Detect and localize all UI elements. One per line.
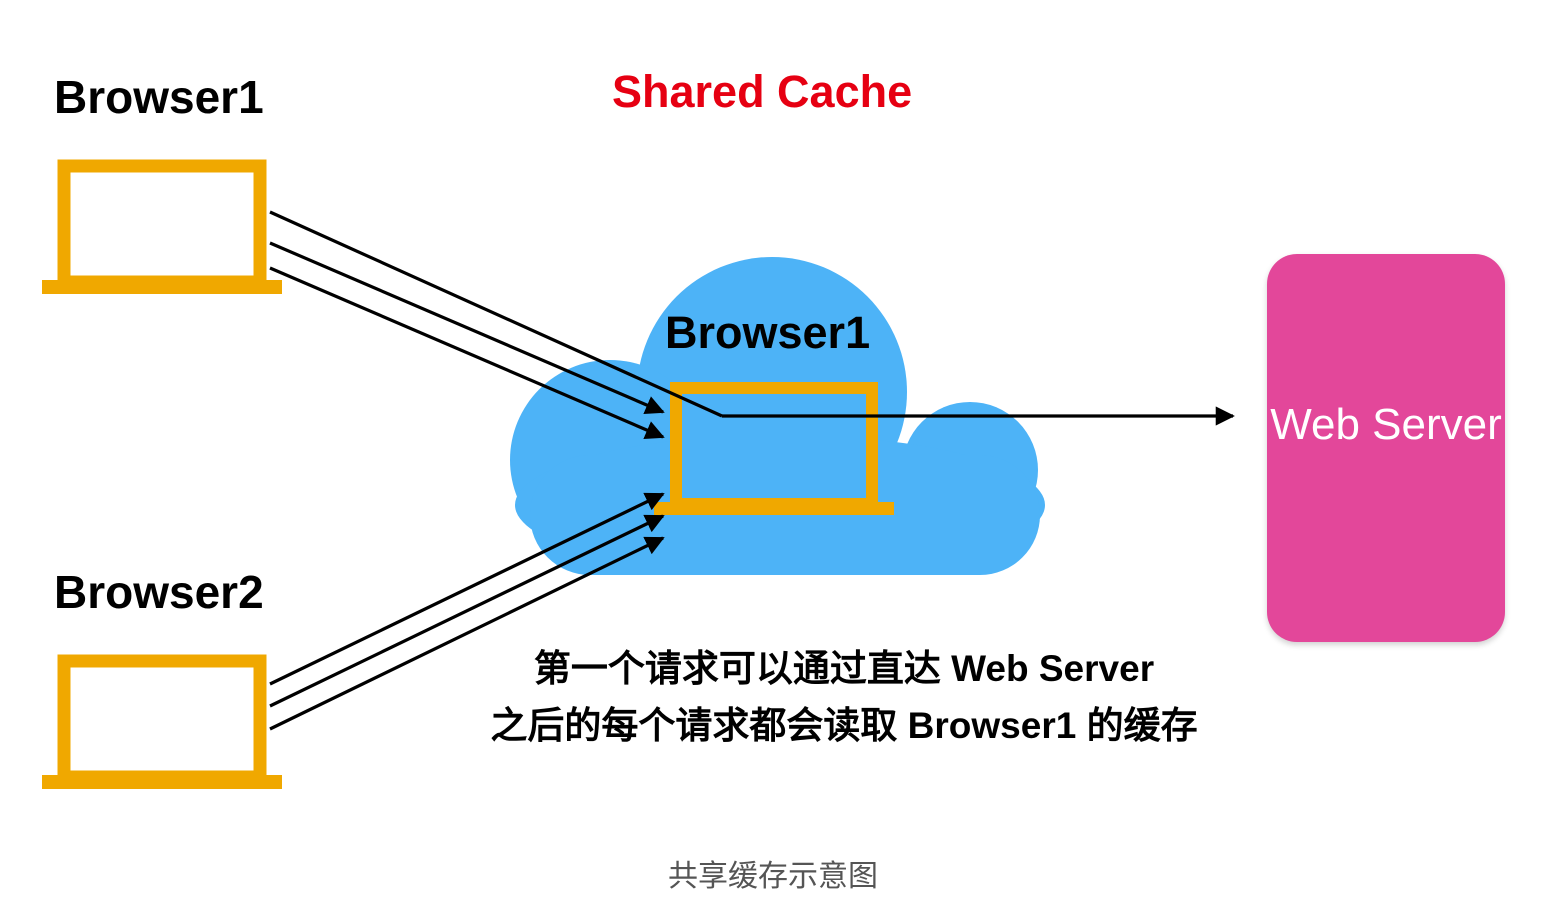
caption-line-2: 之后的每个请求都会读取 Browser1 的缓存 bbox=[490, 705, 1198, 746]
browser2-request-arrows bbox=[269, 492, 665, 731]
figure-caption: 共享缓存示意图 bbox=[668, 860, 878, 893]
browser2-arrow-1 bbox=[269, 492, 665, 686]
browser2-arrow-3 bbox=[269, 536, 665, 731]
web-server-box: Web Server bbox=[1267, 254, 1505, 642]
browser2-label: Browser2 bbox=[54, 566, 264, 618]
caption-line-1: 第一个请求可以通过直达 Web Server bbox=[533, 648, 1155, 689]
browser1-label: Browser1 bbox=[54, 71, 264, 123]
browser2-arrow-2 bbox=[269, 514, 665, 708]
browser1-laptop-icon bbox=[42, 159, 282, 294]
web-server-label: Web Server bbox=[1270, 400, 1502, 449]
browser1-arrow-1 bbox=[269, 210, 723, 418]
browser2-laptop-icon bbox=[42, 654, 282, 789]
shared-cache-browser-label: Browser1 bbox=[665, 307, 871, 358]
browser1-arrow-2 bbox=[269, 241, 665, 414]
cache-laptop-icon bbox=[654, 382, 894, 515]
browser1-request-arrows bbox=[269, 210, 723, 439]
diagram-title: Shared Cache bbox=[612, 66, 913, 117]
browser1-arrow-3 bbox=[269, 266, 665, 439]
